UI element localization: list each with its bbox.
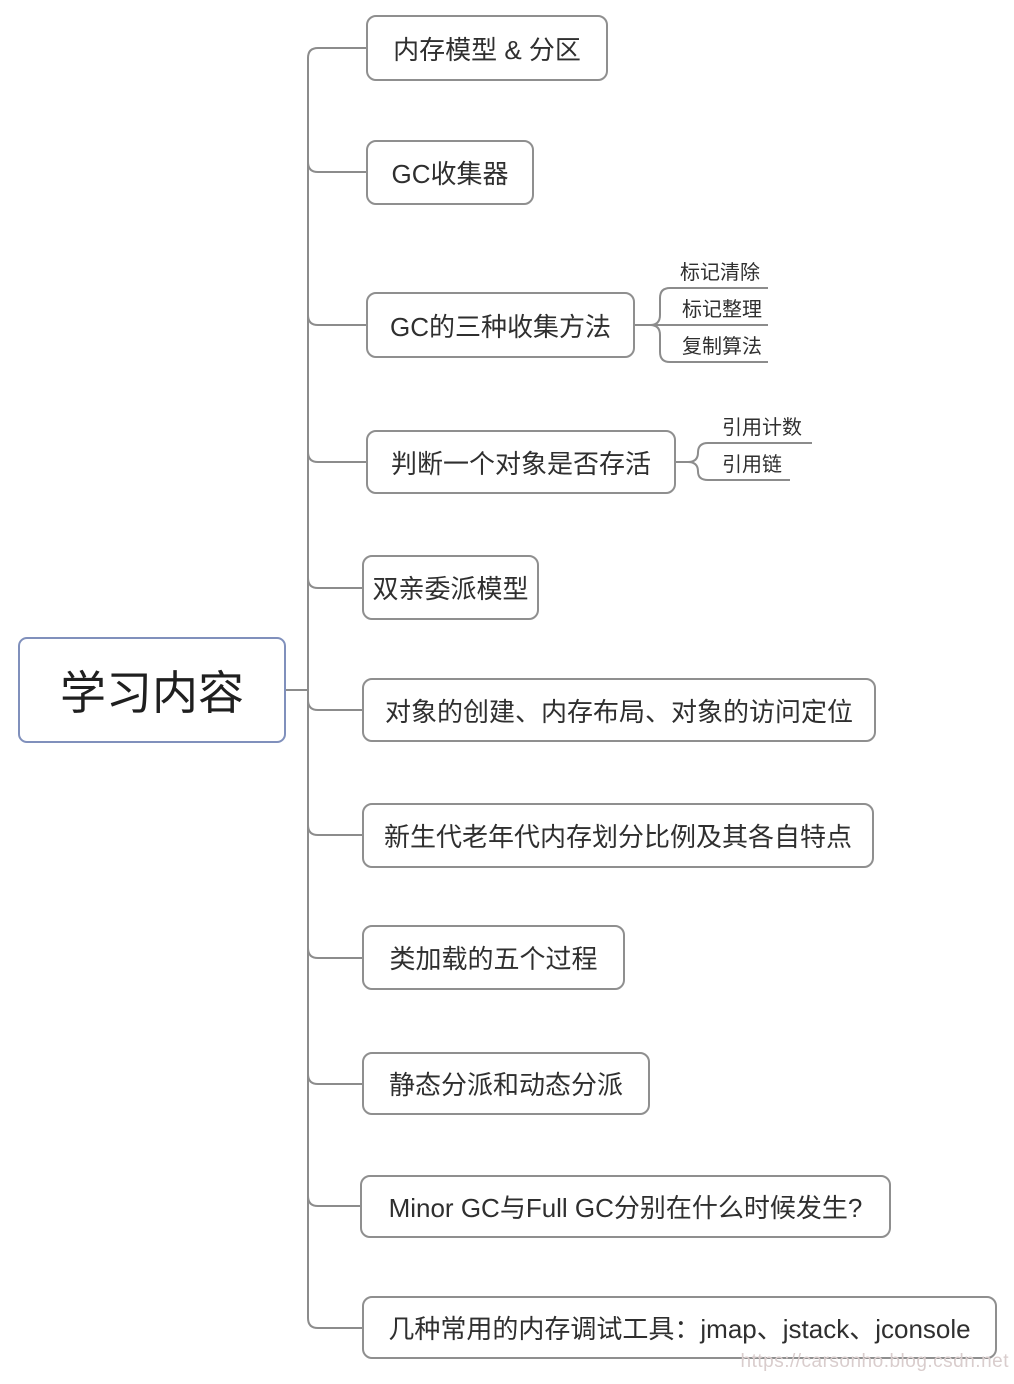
topic-object-creation-layout-access[interactable]: 对象的创建、内存布局、对象的访问定位	[362, 678, 876, 742]
subtopic-mark-sweep[interactable]: 标记清除	[680, 262, 760, 284]
connector-branch-6	[307, 699, 362, 711]
connector-copying	[649, 324, 768, 363]
topic-memory-model-partitions[interactable]: 内存模型 & 分区	[366, 15, 608, 81]
connector-branch-3	[307, 314, 366, 326]
subtopic-mark-compact[interactable]: 标记整理	[682, 299, 762, 321]
connector-reference-chain	[687, 461, 790, 481]
connector-mark-sweep	[649, 287, 768, 326]
connector-branch-4	[307, 451, 366, 463]
topic-generation-memory-ratio[interactable]: 新生代老年代内存划分比例及其各自特点	[362, 803, 874, 868]
connector-spine	[307, 47, 366, 1329]
connector-branch-2	[307, 161, 366, 173]
connector-branch-5	[307, 577, 362, 589]
connector-branch-8	[307, 947, 362, 959]
topic-minor-full-gc-timing[interactable]: Minor GC与Full GC分别在什么时候发生?	[360, 1175, 891, 1238]
topic-object-liveness[interactable]: 判断一个对象是否存活	[366, 430, 676, 494]
topic-parent-delegation-model[interactable]: 双亲委派模型	[362, 555, 539, 620]
connector-branch-10	[307, 1195, 360, 1207]
topic-memory-debug-tools[interactable]: 几种常用的内存调试工具：jmap、jstack、jconsole	[362, 1296, 997, 1359]
root-topic-learning-content[interactable]: 学习内容	[18, 637, 286, 743]
subtopic-reference-chain[interactable]: 引用链	[722, 454, 782, 476]
subtopic-reference-counting[interactable]: 引用计数	[722, 417, 802, 439]
topic-static-dynamic-dispatch[interactable]: 静态分派和动态分派	[362, 1052, 650, 1115]
connector-branch-9	[307, 1073, 362, 1085]
subtopic-copying-algorithm[interactable]: 复制算法	[682, 336, 762, 358]
connector-branch-7	[307, 824, 362, 836]
topic-gc-collectors[interactable]: GC收集器	[366, 140, 534, 205]
csdn-watermark: https://carsonho.blog.csdn.net	[740, 1351, 1009, 1372]
topic-gc-collection-methods[interactable]: GC的三种收集方法	[366, 292, 635, 358]
topic-class-loading-phases[interactable]: 类加载的五个过程	[362, 925, 625, 990]
connector-reference-counting	[687, 442, 812, 463]
